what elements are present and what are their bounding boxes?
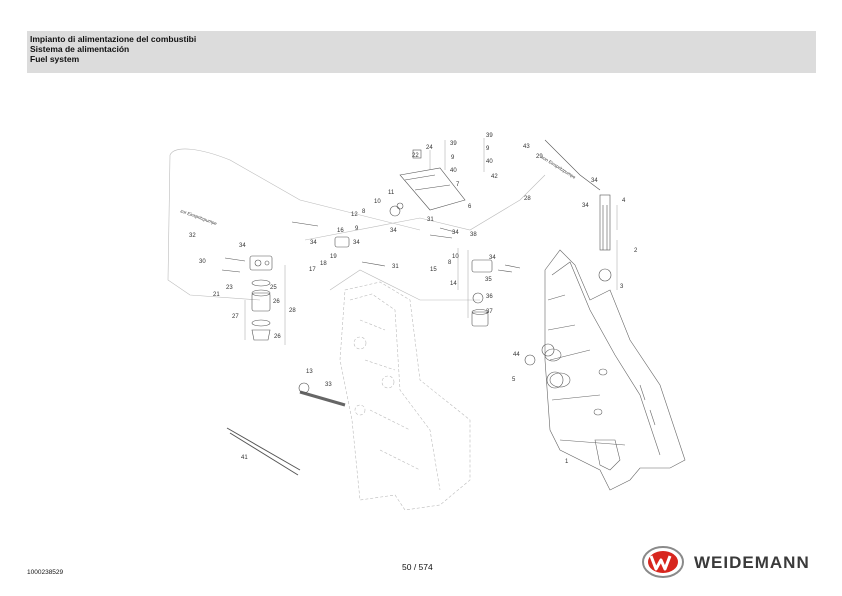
filter-assembly-center xyxy=(334,227,493,327)
callout-9c: 9 xyxy=(486,146,490,152)
callout-14: 14 xyxy=(450,281,457,287)
callout-34d: 34 xyxy=(390,228,397,234)
callout-3: 3 xyxy=(620,284,624,290)
callout-1: 1 xyxy=(565,459,569,465)
callout-16: 16 xyxy=(337,228,344,234)
callout-41: 41 xyxy=(241,455,248,461)
weidemann-logo-icon xyxy=(642,546,684,578)
callout-9: 9 xyxy=(355,226,359,232)
callout-9b: 9 xyxy=(451,155,455,161)
callout-10: 10 xyxy=(374,199,381,205)
callout-30: 30 xyxy=(199,259,206,265)
callout-36: 36 xyxy=(486,294,493,300)
callout-rot-2: von Einspritzpumpe xyxy=(540,155,577,180)
callout-37: 37 xyxy=(486,309,493,315)
callout-29: 29 xyxy=(536,154,543,160)
frame-right xyxy=(544,249,686,491)
callout-34a: 34 xyxy=(239,243,246,249)
callout-39b: 39 xyxy=(486,133,493,139)
callout-43: 43 xyxy=(523,144,530,150)
callout-7: 7 xyxy=(456,182,460,188)
callout-34b: 34 xyxy=(310,240,317,246)
callout-31b: 31 xyxy=(392,264,399,270)
callout-8b: 8 xyxy=(362,209,366,215)
callout-22: 22 xyxy=(412,153,419,159)
callout-44: 44 xyxy=(513,352,520,358)
frame-outline-left xyxy=(339,281,471,511)
callout-6: 6 xyxy=(468,204,472,210)
callout-8: 8 xyxy=(448,260,452,266)
callout-35: 35 xyxy=(485,277,492,283)
callout-21: 21 xyxy=(213,292,220,298)
callout-24: 24 xyxy=(426,145,433,151)
callout-28: 28 xyxy=(289,308,296,314)
callout-11: 11 xyxy=(388,190,395,196)
callout-39a: 39 xyxy=(450,141,457,147)
callout-40b: 40 xyxy=(486,159,493,165)
callout-12: 12 xyxy=(351,212,358,218)
callout-19: 19 xyxy=(330,254,337,260)
filter-assembly-left xyxy=(221,255,273,341)
mounting-bracket xyxy=(389,149,466,217)
callout-31: 31 xyxy=(427,217,434,223)
title-english: Fuel system xyxy=(30,54,80,64)
callout-28b: 28 xyxy=(524,196,531,202)
page-header: Impianto di alimentazione del combustibi… xyxy=(27,31,816,73)
callout-13: 13 xyxy=(306,369,313,375)
title-italian: Impianto di alimentazione del combustibi xyxy=(30,34,197,44)
page-indicator: 50 / 574 xyxy=(402,562,433,572)
callout-27: 27 xyxy=(232,314,239,320)
callout-25: 25 xyxy=(270,285,277,291)
callout-15: 15 xyxy=(430,267,437,273)
callout-42: 42 xyxy=(491,174,498,180)
tank-cap-items xyxy=(524,343,564,389)
callout-5: 5 xyxy=(512,377,516,383)
callout-32: 32 xyxy=(189,233,196,239)
callout-34e: 34 xyxy=(452,230,459,236)
callout-34f: 34 xyxy=(489,255,496,261)
callout-34c: 34 xyxy=(353,240,360,246)
callout-34h: 34 xyxy=(582,203,589,209)
hose-loop-outline xyxy=(167,148,421,301)
brand-name: WEIDEMANN xyxy=(694,553,810,572)
callout-4: 4 xyxy=(622,198,626,204)
callout-38: 38 xyxy=(470,232,477,238)
callout-rot-1: zur Einspritzpumpe xyxy=(180,208,218,226)
brand-logo: WEIDEMANN xyxy=(641,545,821,579)
callout-40a: 40 xyxy=(450,168,457,174)
callout-34g: 34 xyxy=(591,178,598,184)
callout-33: 33 xyxy=(325,382,332,388)
callout-18: 18 xyxy=(320,261,327,267)
callout-2: 2 xyxy=(634,248,638,254)
pipes xyxy=(226,139,612,476)
document-number: 1000238529 xyxy=(27,569,64,576)
callout-10b: 10 xyxy=(452,254,459,260)
callout-26b: 26 xyxy=(274,334,281,340)
callout-23: 23 xyxy=(226,285,233,291)
title-spanish: Sistema de alimentación xyxy=(30,44,130,54)
callout-26: 26 xyxy=(273,299,280,305)
callout-17: 17 xyxy=(309,267,316,273)
